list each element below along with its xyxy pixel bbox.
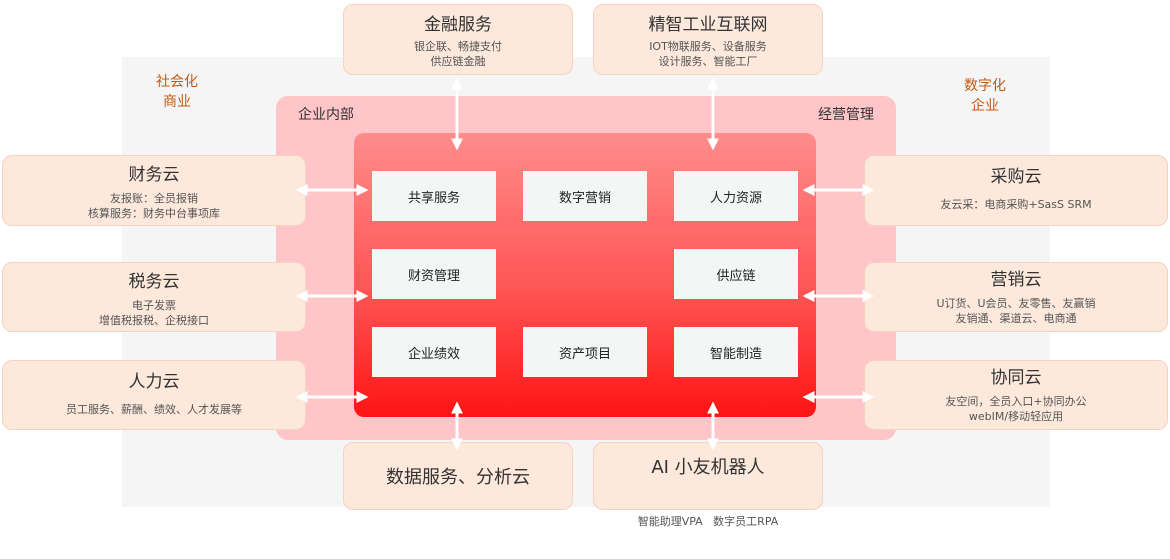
- module-shared-services[interactable]: 共享服务: [372, 171, 496, 221]
- corner-label-digital-enterprise: 数字化 企业: [964, 78, 1006, 114]
- card-industrial-internet[interactable]: 精智工业互联网 IOT物联服务、设备服务 设计服务、智能工厂: [593, 4, 823, 75]
- card-tax-cloud[interactable]: 税务云 电子发票 增值税报税、企税接口: [2, 262, 306, 332]
- card-marketing-cloud[interactable]: 营销云 U订货、U会员、友零售、友赢销 友销通、渠道云、电商通: [864, 262, 1168, 332]
- card-collab-cloud[interactable]: 协同云 友空间，全员入口+协同办公 webIM/移动轻应用: [864, 360, 1168, 430]
- module-supply-chain[interactable]: 供应链: [674, 249, 798, 299]
- card-procurement-cloud[interactable]: 采购云 友云采：电商采购+SasS SRM: [864, 155, 1168, 226]
- corner-label-social-business: 社会化 商业: [156, 74, 198, 110]
- card-finance-cloud[interactable]: 财务云 友报账：全员报销 核算服务：财务中台事项库: [2, 155, 306, 226]
- card-ai-robot[interactable]: AI 小友机器人 智能助理VPA 数字员工RPA: [593, 442, 823, 528]
- module-asset-project[interactable]: 资产项目: [523, 327, 647, 377]
- module-smart-mfg[interactable]: 智能制造: [674, 327, 798, 377]
- module-digital-marketing[interactable]: 数字营销: [523, 171, 647, 221]
- operation-management-label: 经营管理: [818, 107, 874, 123]
- enterprise-internal-label: 企业内部: [298, 107, 354, 123]
- module-performance[interactable]: 企业绩效: [372, 327, 496, 377]
- module-finance-mgmt[interactable]: 财资管理: [372, 249, 496, 299]
- card-data-cloud[interactable]: 数据服务、分析云: [343, 442, 573, 510]
- card-finance-service[interactable]: 金融服务 银企联、畅捷支付 供应链金融: [343, 4, 573, 75]
- card-hr-cloud[interactable]: 人力云 员工服务、薪酬、绩效、人才发展等: [2, 360, 306, 430]
- module-hr[interactable]: 人力资源: [674, 171, 798, 221]
